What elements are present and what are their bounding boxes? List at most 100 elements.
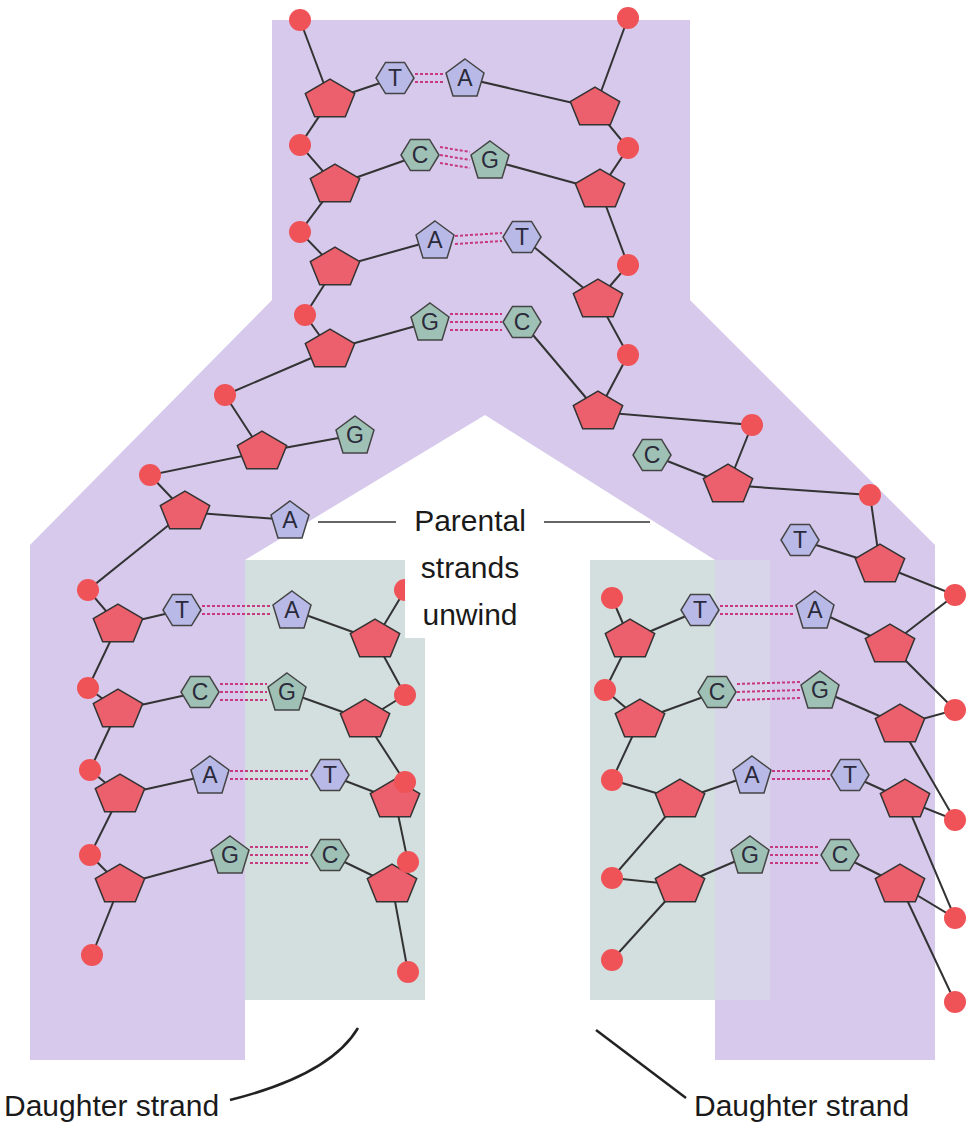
nucleotide-base: A [415, 220, 455, 260]
phosphate [77, 677, 99, 699]
base-letter: T [310, 755, 350, 795]
phosphate [617, 344, 639, 366]
base-letter: G [335, 415, 375, 455]
leader-line [596, 1030, 686, 1098]
sugar [310, 247, 359, 285]
nucleotide-base: C [180, 672, 220, 712]
sugar [703, 464, 752, 502]
sugar [865, 624, 914, 662]
phosphate [394, 771, 416, 793]
base-letter: A [270, 500, 310, 540]
backbone [88, 20, 335, 955]
phosphate [617, 7, 639, 29]
nucleotide-base: G [470, 140, 510, 180]
base-letter: C [697, 672, 737, 712]
base-letter: G [800, 670, 840, 710]
base-letter: G [410, 302, 450, 342]
phosphate [289, 221, 311, 243]
nucleotide-base: C [697, 672, 737, 712]
base-letter: G [210, 835, 250, 875]
base-letter: T [502, 217, 542, 257]
nucleotide-base: A [272, 590, 312, 630]
base-letter: C [310, 835, 350, 875]
sugar [160, 491, 209, 529]
base-letter: T [162, 590, 202, 630]
sugar [605, 619, 654, 657]
hydrogen-bond [202, 606, 272, 614]
hydrogen-bond [230, 771, 310, 779]
phosphate [397, 961, 419, 983]
base-letter: T [780, 520, 820, 560]
nucleotide-base: T [162, 590, 202, 630]
leader-line [544, 521, 650, 523]
sugar [305, 329, 354, 367]
phosphate [859, 484, 881, 506]
base-letter: T [830, 755, 870, 795]
nucleotide-base: T [310, 755, 350, 795]
phosphate [294, 304, 316, 326]
sugar [875, 704, 924, 742]
sugar [350, 619, 399, 657]
hydrogen-bond [415, 74, 445, 82]
base-letter: A [190, 755, 230, 795]
sugar [655, 864, 704, 902]
base-letter: T [680, 590, 720, 630]
phosphate [944, 907, 966, 929]
nucleotide-base: T [502, 217, 542, 257]
hydrogen-bond [440, 147, 470, 168]
nucleotide-base: T [375, 58, 415, 98]
base-letter: C [400, 135, 440, 175]
sugar [570, 87, 619, 125]
nucleotide-base: A [270, 500, 310, 540]
leader-line [318, 521, 396, 523]
phosphate [79, 759, 101, 781]
sugar [573, 279, 622, 317]
phosphate [601, 949, 623, 971]
base-letter: T [375, 58, 415, 98]
nucleotide-base: C [820, 835, 860, 875]
phosphate [139, 464, 161, 486]
phosphate [944, 699, 966, 721]
phosphate [594, 679, 616, 701]
sugar [310, 164, 359, 202]
sugar [575, 169, 624, 207]
base-letter: A [415, 220, 455, 260]
base-letter: A [445, 58, 485, 98]
phosphate [397, 851, 419, 873]
hydrogen-bond [250, 847, 310, 863]
phosphate [77, 579, 99, 601]
nucleotide-base: G [267, 672, 307, 712]
phosphate [944, 584, 966, 606]
parental-band [30, 20, 935, 1060]
sugar [305, 79, 354, 117]
process-label: Parental strands unwind [405, 497, 535, 638]
sugar [93, 689, 142, 727]
hydrogen-bond [220, 684, 267, 700]
base-letter: G [730, 835, 770, 875]
nucleotide-base: A [190, 755, 230, 795]
phosphate [289, 134, 311, 156]
phosphate [617, 254, 639, 276]
phosphate [601, 769, 623, 791]
sugar [340, 699, 389, 737]
nucleotide-base: G [335, 415, 375, 455]
sugar [875, 864, 924, 902]
base-letter: A [272, 590, 312, 630]
hydrogen-bond [770, 847, 820, 863]
base-letter: A [732, 755, 772, 795]
nucleotide-base: T [830, 755, 870, 795]
nucleotide-base: T [780, 520, 820, 560]
phosphate [81, 944, 103, 966]
hydrogen-bond [455, 233, 502, 244]
sugar [95, 864, 144, 902]
nucleotide-base: C [400, 135, 440, 175]
phosphate [214, 384, 236, 406]
nucleotide-base: G [730, 835, 770, 875]
sugar [855, 544, 904, 582]
sugar [95, 774, 144, 812]
phosphate [79, 844, 101, 866]
hydrogen-bond [720, 606, 795, 614]
hydrogen-bond [772, 771, 830, 779]
hydrogen-bond [737, 682, 800, 700]
hydrogen-bond [450, 314, 502, 330]
